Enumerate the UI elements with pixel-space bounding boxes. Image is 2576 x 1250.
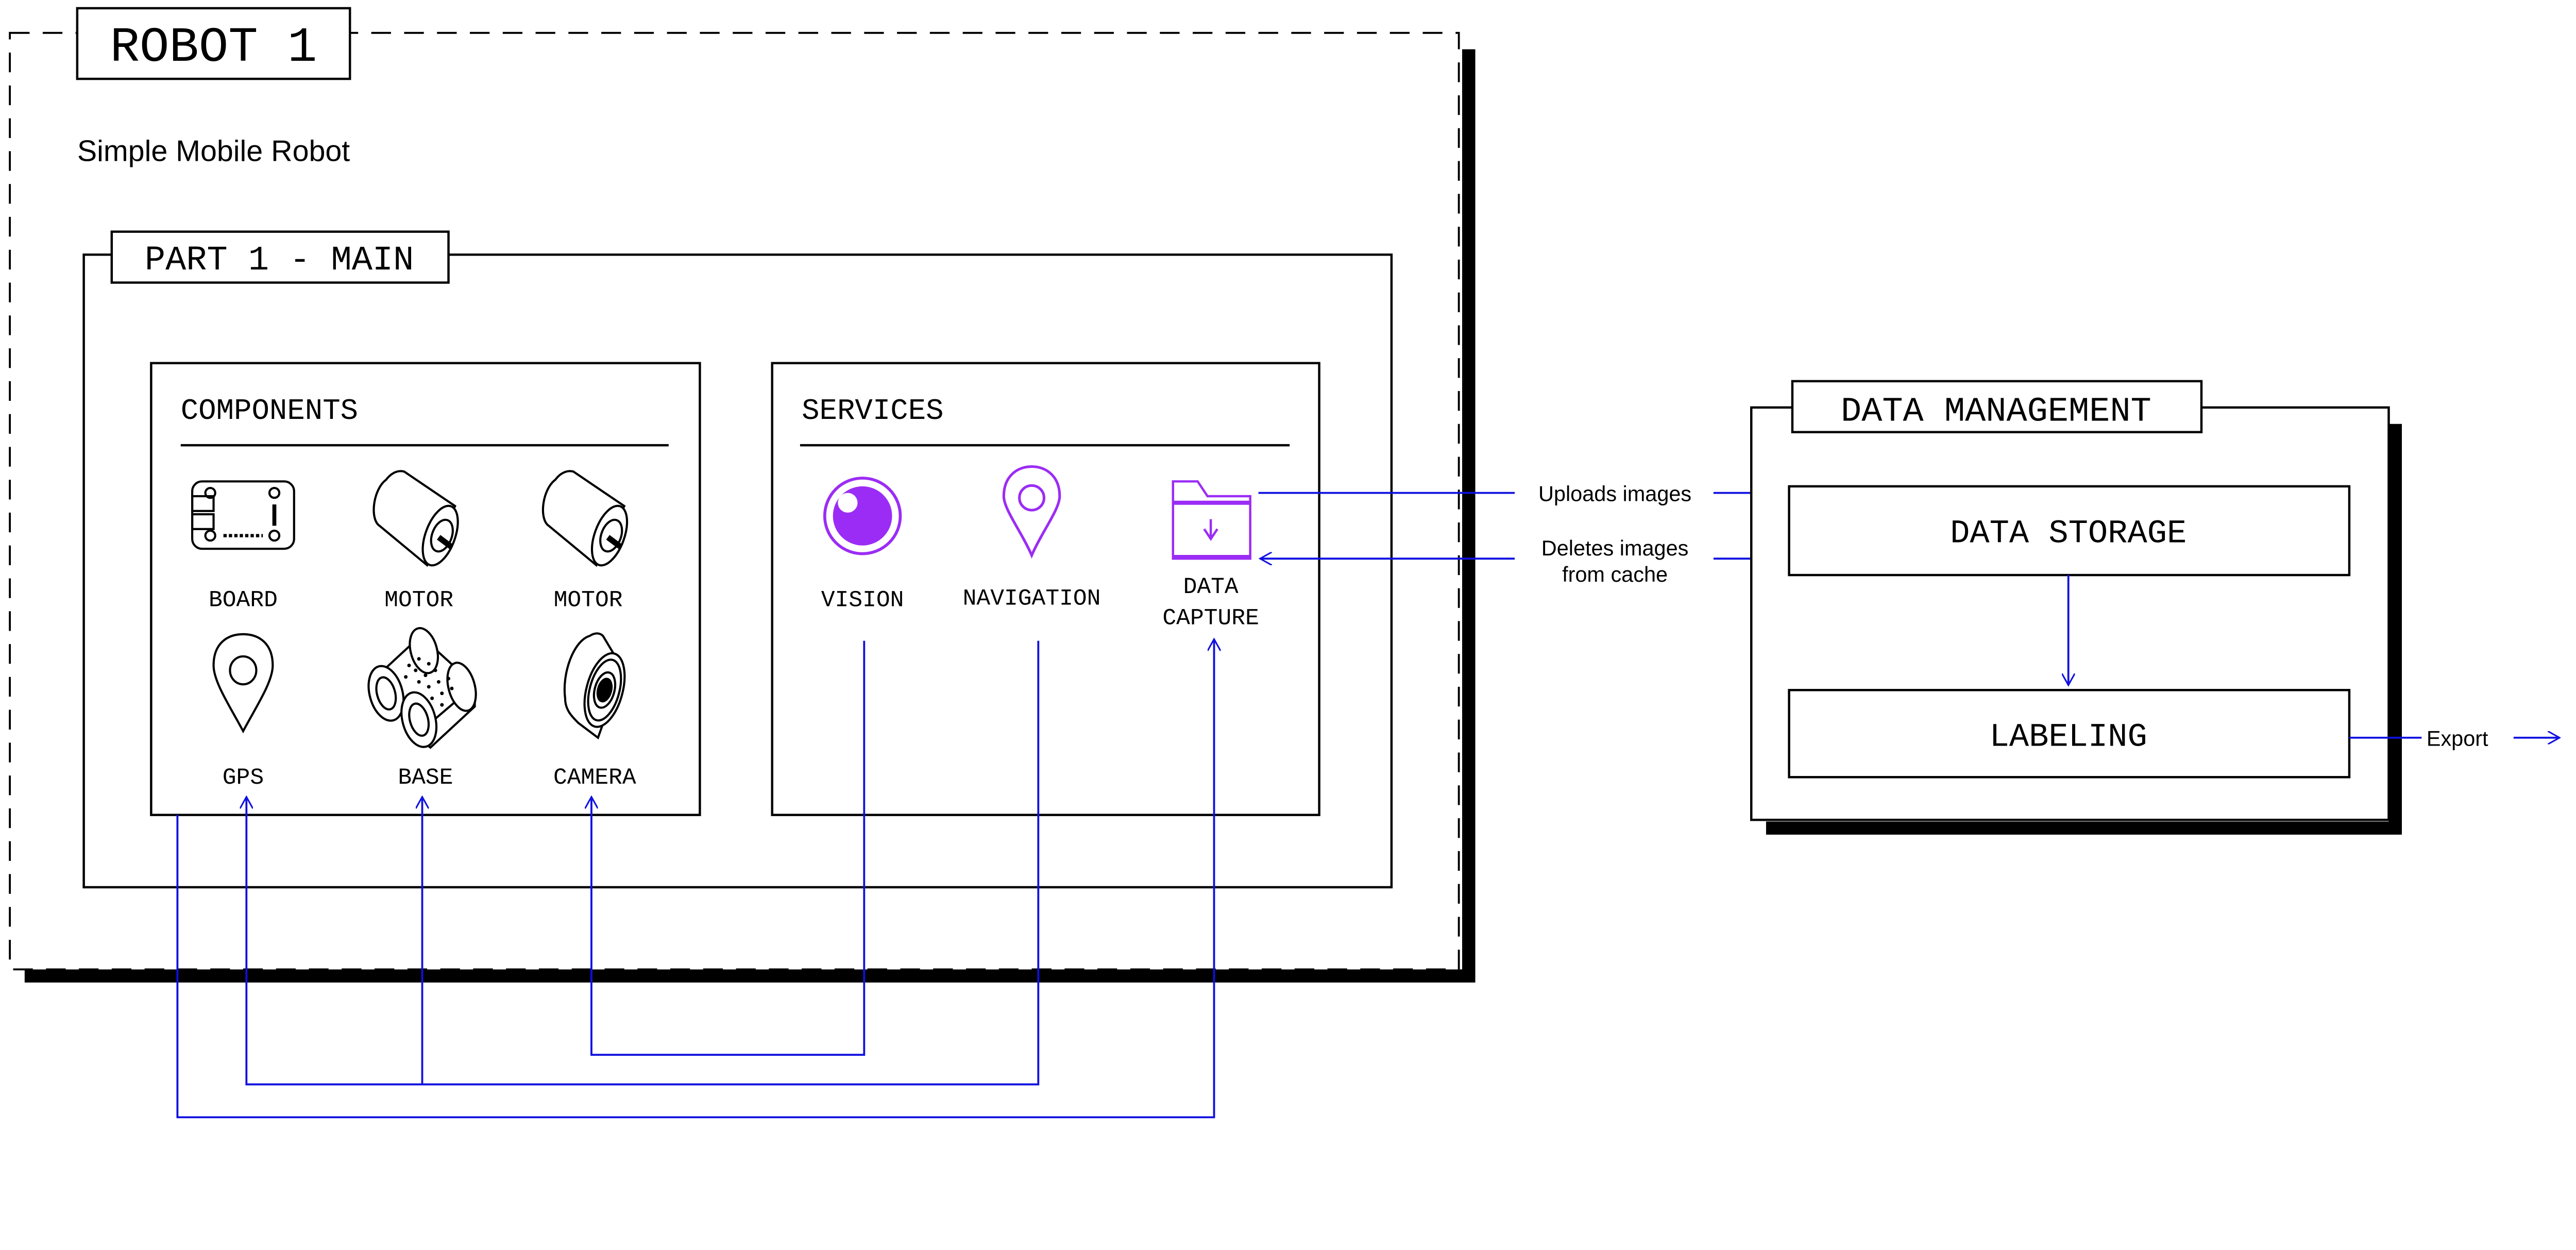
- data-management-panel: DATA MANAGEMENT DATA STORAGE LABELING: [1750, 380, 2402, 835]
- robot-title: ROBOT 1: [110, 20, 317, 76]
- motor-icon: [372, 470, 459, 567]
- labeling-label: LABELING: [1990, 719, 2147, 756]
- components-panel: COMPONENTS BOARD MOTOR MOTOR: [150, 362, 701, 816]
- export-label: Export: [2427, 727, 2488, 751]
- deletes-label-line2: from cache: [1562, 562, 1668, 586]
- connectors: [176, 639, 1214, 1119]
- service-label-data-capture-line2: CAPTURE: [1162, 606, 1259, 632]
- connector-navigation-gps: [246, 640, 1040, 1086]
- component-label-camera: CAMERA: [553, 765, 636, 791]
- services-panel: SERVICES VISION NAVIGATION DATA CAPTURE: [771, 362, 1320, 816]
- uploads-label: Uploads images: [1538, 482, 1691, 506]
- component-label-base: BASE: [398, 765, 453, 791]
- camera-icon: [563, 632, 626, 740]
- part-1-title-box: [110, 230, 450, 284]
- component-label-gps: GPS: [223, 765, 264, 791]
- export-edge: Export: [2349, 727, 2560, 751]
- component-label-motor: MOTOR: [384, 588, 453, 614]
- board-icon: [191, 480, 295, 550]
- diagram: ROBOT 1 Simple Mobile Robot PART 1 - MAI…: [9, 7, 2576, 1119]
- component-label-motor: MOTOR: [554, 588, 623, 614]
- robot-frame: ROBOT 1 Simple Mobile Robot: [9, 7, 1476, 983]
- connector-components-data-capture: [176, 639, 1214, 1119]
- part-1-box: PART 1 - MAIN: [82, 230, 1393, 889]
- data-flow-edges: Uploads images Deletes images from cache: [1258, 482, 1788, 586]
- connector-vision-camera: [591, 640, 866, 1056]
- data-management-title: DATA MANAGEMENT: [1841, 392, 2151, 431]
- data-storage-box[interactable]: DATA STORAGE: [1788, 485, 2351, 577]
- robot-subtitle: Simple Mobile Robot: [77, 135, 350, 168]
- vision-eye-icon: [823, 477, 902, 555]
- robot-base-icon: [367, 627, 477, 749]
- service-label-vision: VISION: [821, 588, 904, 614]
- part-1-title: PART 1 - MAIN: [145, 241, 414, 280]
- folder-download-icon[interactable]: [1172, 480, 1251, 560]
- data-storage-label: DATA STORAGE: [1950, 515, 2187, 552]
- navigation-pin-icon: [1002, 465, 1061, 559]
- motor-icon: [541, 470, 629, 567]
- service-label-navigation: NAVIGATION: [963, 586, 1101, 612]
- robot-frame-shadow: [24, 49, 1476, 983]
- data-management-shadow: [1766, 424, 2402, 835]
- labeling-box[interactable]: LABELING: [1788, 689, 2351, 779]
- components-heading: COMPONENTS: [181, 395, 358, 428]
- deletes-label-line1: Deletes images: [1541, 536, 1689, 560]
- gps-pin-icon: [212, 633, 274, 734]
- services-heading: SERVICES: [802, 395, 943, 428]
- part-1-border: [82, 254, 1393, 889]
- service-label-data-capture-line1: DATA: [1183, 575, 1239, 600]
- robot-title-box: [76, 7, 351, 80]
- component-label-board: BOARD: [209, 588, 278, 614]
